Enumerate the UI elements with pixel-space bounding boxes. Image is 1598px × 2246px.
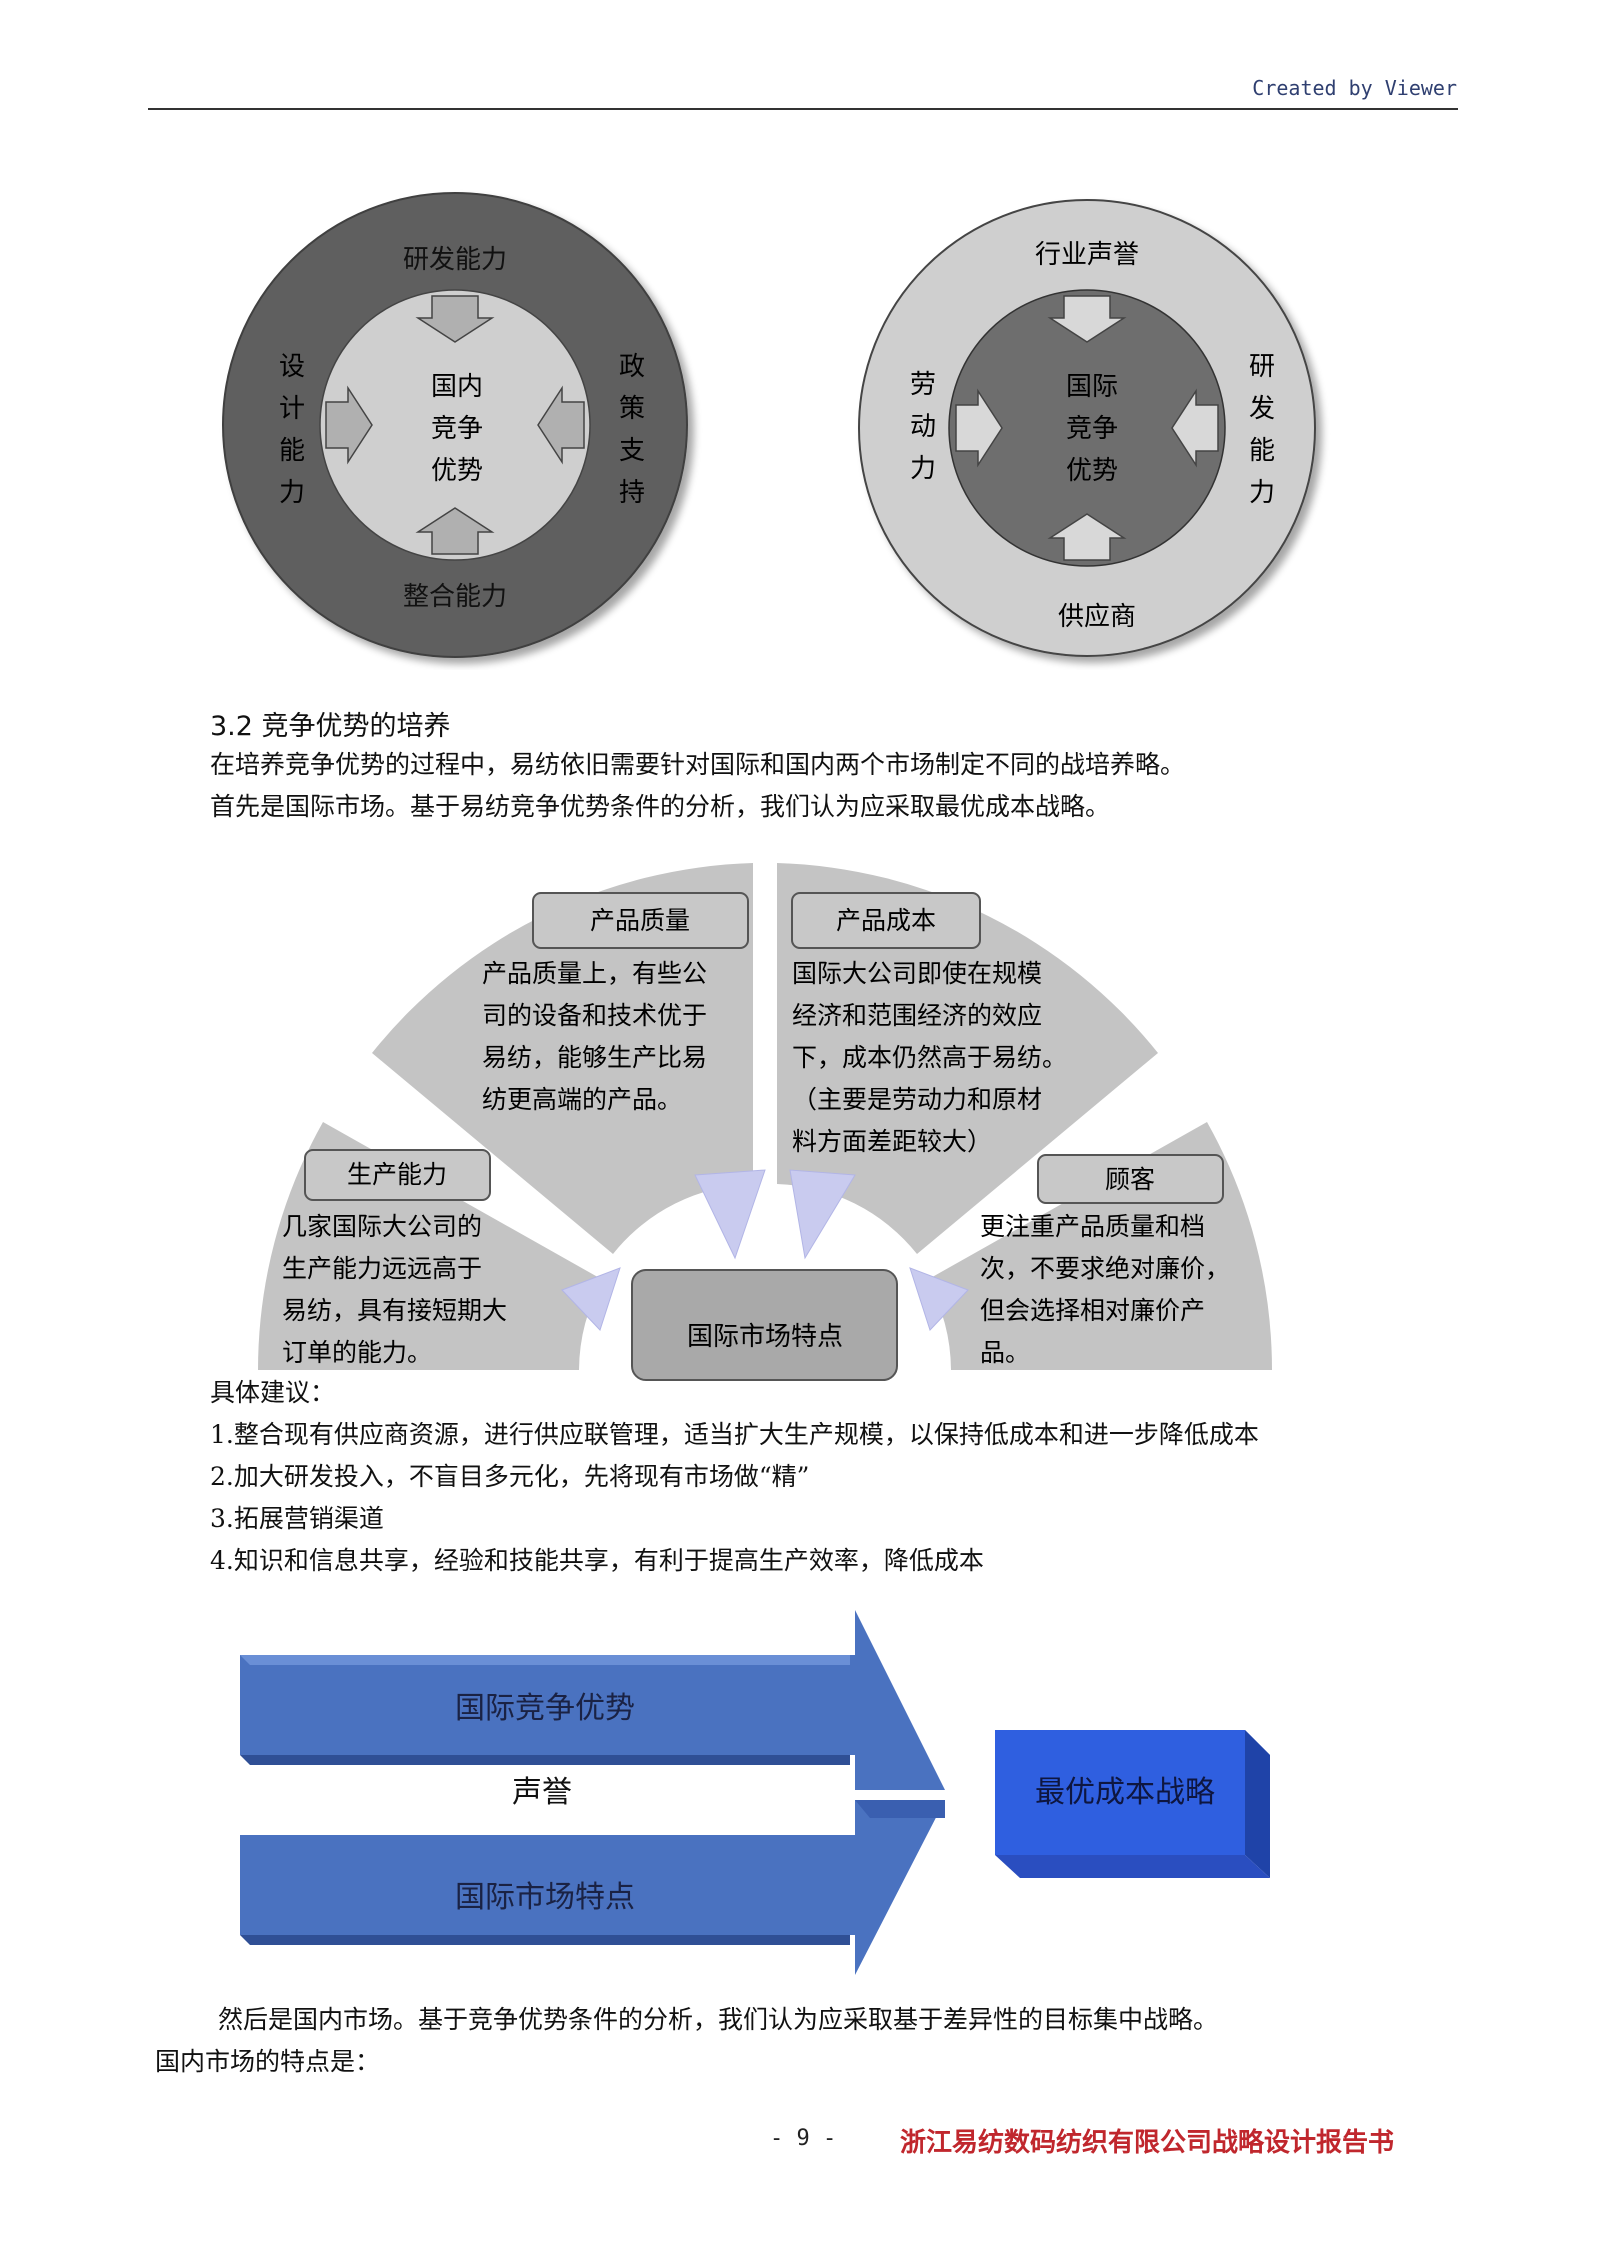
international-right-char: 力 — [1249, 478, 1275, 508]
international-arrow-bottom — [1047, 513, 1127, 561]
fan-center-box — [631, 1269, 898, 1381]
fan-text-cost: （主要是劳动力和原材 — [792, 1085, 1042, 1114]
fan-sector-quality — [372, 863, 753, 1254]
fan-label-box-production — [304, 1149, 491, 1201]
fan-text-quality: 纺更高端的产品。 — [482, 1085, 682, 1114]
suggestions-heading: 具体建议： — [210, 1378, 336, 1407]
fan-label-quality: 产品质量 — [590, 906, 690, 935]
fan-text-quality: 司的设备和技术优于 — [482, 1001, 707, 1030]
international-arrow-left — [955, 388, 1003, 468]
footer-page-number: - 9 - — [770, 2126, 837, 2151]
international-top-label: 行业声誉 — [1035, 240, 1139, 270]
international-bottom-label: 供应商 — [1058, 602, 1136, 632]
fan-arrow-icon — [909, 1267, 969, 1331]
international-right-char: 研 — [1249, 352, 1275, 382]
fan-arrow-icon — [561, 1267, 621, 1331]
intro-paragraph: 首先是国际市场。基于易纺竞争优势条件的分析，我们认为应采取最优成本战略。 — [210, 792, 1111, 821]
fan-text-cost: 经济和范围经济的效应 — [792, 1001, 1042, 1030]
fan-text-quality: 产品质量上，有些公 — [482, 959, 707, 988]
suggestion-item: 4.知识和信息共享，经验和技能共享，有利于提高生产效率，降低成本 — [210, 1546, 984, 1575]
fan-text-customer: 品。 — [980, 1338, 1030, 1367]
domestic-right-char: 持 — [619, 478, 645, 508]
international-right-char: 能 — [1249, 436, 1275, 466]
domestic-center-line: 优势 — [431, 456, 483, 486]
fan-arrow-icon — [789, 1169, 856, 1260]
fan-label-box-cost — [791, 892, 981, 949]
international-left-char: 动 — [910, 412, 936, 442]
domestic-center-line: 竞争 — [431, 414, 483, 444]
fan-text-customer: 但会选择相对廉价产 — [980, 1296, 1205, 1325]
domestic-left-char: 计 — [279, 394, 305, 424]
fan-text-cost: 料方面差距较大） — [792, 1127, 992, 1156]
domestic-right-char: 政 — [619, 352, 645, 382]
fan-label-customer: 顾客 — [1105, 1165, 1155, 1194]
result-label: 最优成本战略 — [1035, 1775, 1215, 1810]
domestic-top-label: 研发能力 — [403, 245, 507, 275]
fan-text-cost: 下，成本仍然高于易纺。 — [792, 1043, 1067, 1072]
fan-sector-cost — [777, 863, 1158, 1254]
fan-label-production: 生产能力 — [347, 1160, 447, 1189]
international-arrow-right — [1171, 388, 1219, 468]
fan-arrow-icon — [694, 1169, 766, 1260]
section-title: 3.2 竞争优势的培养 — [210, 711, 451, 742]
header-created-by: Created by Viewer — [1252, 76, 1457, 100]
arrow-middle-label: 声誉 — [512, 1775, 572, 1810]
domestic-ring-diagram: 研发能力 整合能力 设 计 能 力 政 策 支 持 国内 竞争 优势 — [222, 192, 688, 658]
arrow-bottom-shape — [240, 1800, 945, 1975]
domestic-bottom-label: 整合能力 — [403, 582, 507, 612]
fan-diagram: 国际市场特点 生产能力 产品质量 产品成本 顾客 几家国际大公司的 生产能力远远… — [258, 863, 1272, 1381]
domestic-left-char: 力 — [279, 478, 305, 508]
fan-label-box-customer — [1037, 1154, 1224, 1204]
international-center-line: 国际 — [1066, 372, 1118, 402]
ring-diagrams: 研发能力 整合能力 设 计 能 力 政 策 支 持 国内 竞争 优势 行业声誉 … — [222, 192, 1316, 658]
domestic-center-line: 国内 — [431, 372, 483, 402]
fan-text-production: 易纺，具有接短期大 — [282, 1296, 507, 1325]
closing-paragraph: 国内市场的特点是： — [155, 2047, 381, 2076]
suggestion-item: 3.拓展营销渠道 — [210, 1504, 384, 1533]
intro-paragraph: 在培养竞争优势的过程中，易纺依旧需要针对国际和国内两个市场制定不同的战培养略。 — [210, 750, 1186, 779]
domestic-arrow-top — [415, 295, 495, 343]
fan-text-production: 生产能力远远高于 — [282, 1254, 482, 1283]
international-left-char: 力 — [910, 454, 936, 484]
domestic-arrow-left — [325, 385, 373, 465]
international-left-char: 劳 — [910, 370, 936, 400]
international-inner-circle — [948, 289, 1226, 567]
fan-text-quality: 易纺，能够生产比易 — [482, 1043, 707, 1072]
domestic-right-char: 策 — [619, 394, 645, 424]
fan-center-label: 国际市场特点 — [687, 1322, 843, 1352]
fan-text-cost: 国际大公司即使在规模 — [792, 959, 1042, 988]
international-right-char: 发 — [1249, 394, 1275, 424]
domestic-arrow-right — [537, 385, 585, 465]
arrow-bottom-label: 国际市场特点 — [455, 1880, 635, 1915]
fan-text-customer: 更注重产品质量和档 — [980, 1212, 1205, 1241]
fan-text-customer: 次，不要求绝对廉价， — [980, 1254, 1230, 1283]
closing-paragraph: 然后是国内市场。基于竞争优势条件的分析，我们认为应采取基于差异性的目标集中战略。 — [218, 2005, 1219, 2034]
domestic-arrow-bottom — [415, 507, 495, 555]
fan-label-box-quality — [532, 892, 749, 949]
arrow-top-label: 国际竞争优势 — [455, 1691, 635, 1726]
international-center-line: 竞争 — [1066, 414, 1118, 444]
suggestion-item: 2.加大研发投入，不盲目多元化，先将现有市场做“精” — [210, 1462, 810, 1491]
international-arrow-top — [1047, 295, 1127, 343]
domestic-left-char: 设 — [279, 352, 305, 382]
fan-text-production: 订单的能力。 — [282, 1338, 432, 1367]
fan-label-cost: 产品成本 — [836, 906, 936, 935]
footer-company-title: 浙江易纺数码纺织有限公司战略设计报告书 — [900, 2128, 1395, 2158]
domestic-inner-circle — [319, 289, 591, 561]
international-ring-diagram: 行业声誉 供应商 劳 动 力 研 发 能 力 国际 竞争 优势 — [858, 199, 1316, 657]
result-box — [995, 1730, 1245, 1855]
header-rule — [148, 108, 1458, 110]
suggestion-item: 1.整合现有供应商资源，进行供应联管理，适当扩大生产规模，以保持低成本和进一步降… — [210, 1420, 1259, 1449]
domestic-right-char: 支 — [619, 436, 645, 466]
fan-text-production: 几家国际大公司的 — [282, 1212, 482, 1241]
domestic-left-char: 能 — [279, 436, 305, 466]
arrow-diagram: 国际竞争优势 声誉 国际市场特点 最优成本战略 — [240, 1610, 1270, 1975]
international-center-line: 优势 — [1066, 456, 1118, 486]
